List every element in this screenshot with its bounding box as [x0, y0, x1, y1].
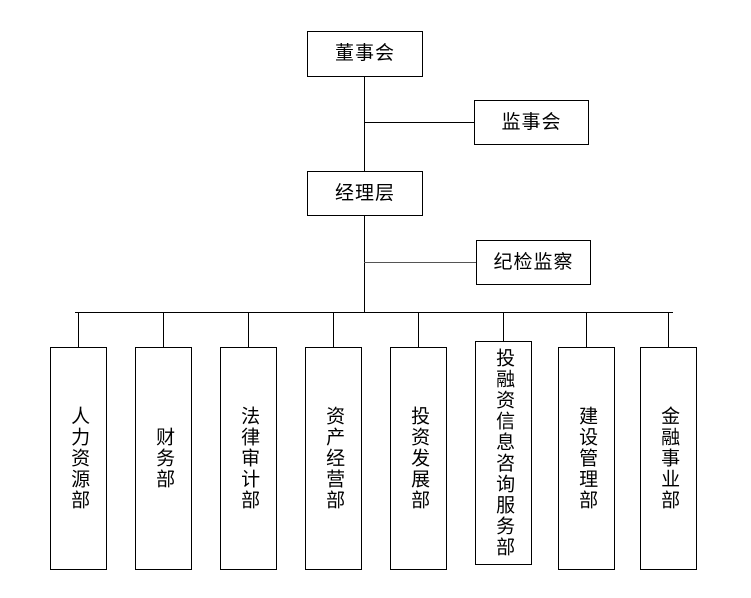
connector-board-to-management — [364, 77, 365, 171]
node-department-financial-label: 金融事业部 — [658, 406, 681, 511]
node-department-asset[interactable]: 资产经营部 — [305, 347, 362, 570]
connector-drop-finance — [163, 312, 164, 347]
node-management-label: 经理层 — [334, 181, 395, 204]
connector-management-to-bus — [364, 216, 365, 312]
connector-drop-legal — [248, 312, 249, 347]
node-department-construct-label: 建设管理部 — [576, 406, 599, 511]
node-supervisor[interactable]: 监事会 — [474, 100, 589, 145]
connector-drop-invest — [418, 312, 419, 347]
node-supervisor-label: 监事会 — [501, 110, 562, 133]
node-department-invest-label: 投资发展部 — [408, 406, 431, 511]
node-department-finance[interactable]: 财务部 — [135, 347, 192, 570]
connector-drop-financial — [668, 312, 669, 347]
connector-drop-advisory — [503, 312, 504, 341]
node-department-advisory[interactable]: 投融资信息咨询服务部 — [475, 341, 532, 565]
connector-board-to-supervisor — [364, 122, 474, 123]
connector-department-bus — [75, 312, 673, 313]
node-department-finance-label: 财务部 — [153, 427, 176, 490]
node-discipline[interactable]: 纪检监察 — [476, 240, 591, 285]
node-department-invest[interactable]: 投资发展部 — [390, 347, 447, 570]
node-department-hr[interactable]: 人力资源部 — [50, 347, 107, 570]
node-board[interactable]: 董事会 — [307, 31, 423, 77]
node-department-hr-label: 人力资源部 — [68, 406, 91, 511]
node-department-legal-label: 法律审计部 — [238, 406, 261, 511]
node-department-construct[interactable]: 建设管理部 — [558, 347, 615, 570]
connector-drop-construct — [586, 312, 587, 347]
node-board-label: 董事会 — [334, 42, 395, 65]
node-management[interactable]: 经理层 — [307, 171, 423, 216]
node-department-asset-label: 资产经营部 — [323, 406, 346, 511]
node-discipline-label: 纪检监察 — [493, 250, 574, 273]
node-department-legal[interactable]: 法律审计部 — [220, 347, 277, 570]
connector-drop-asset — [333, 312, 334, 347]
node-department-financial[interactable]: 金融事业部 — [640, 347, 697, 570]
connector-drop-hr — [78, 312, 79, 347]
connector-management-to-discipline — [364, 262, 476, 263]
node-department-advisory-label: 投融资信息咨询服务部 — [493, 348, 516, 558]
